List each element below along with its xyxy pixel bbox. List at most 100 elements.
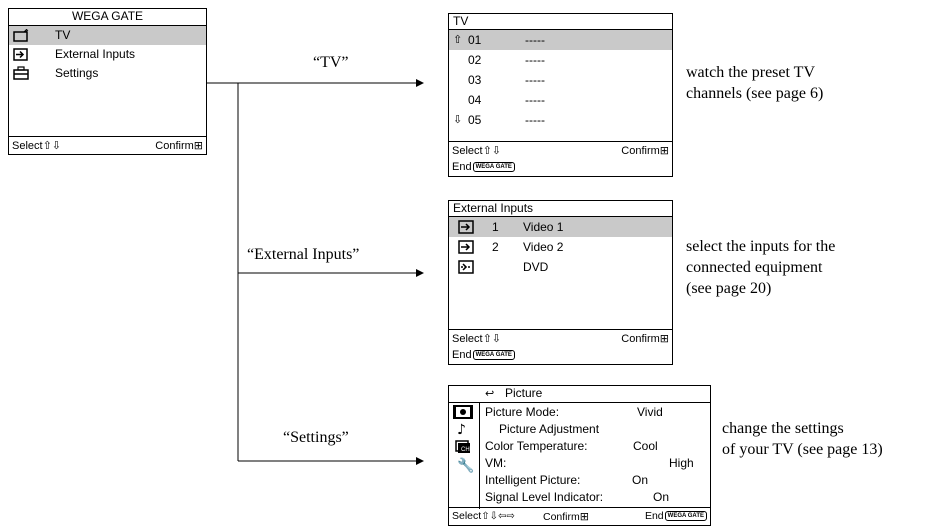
channel-row[interactable]: 04 ----- bbox=[449, 90, 672, 110]
channel-row[interactable]: ⇩ 05 ----- bbox=[449, 110, 672, 130]
settings-header: ↩ Picture bbox=[449, 386, 710, 403]
channel-row[interactable]: 03 ----- bbox=[449, 70, 672, 90]
external-inputs-menu: External Inputs 1 Video 1 2 Video 2 DVD … bbox=[448, 200, 673, 365]
setting-label: Intelligent Picture: bbox=[485, 473, 581, 487]
picture-category-icon[interactable] bbox=[453, 405, 473, 419]
menu-item-external-inputs[interactable]: External Inputs bbox=[9, 45, 206, 64]
footer-select-label: Select bbox=[452, 145, 483, 157]
branch-label-external-inputs: “External Inputs” bbox=[247, 246, 360, 263]
setting-label: Picture Mode: bbox=[485, 405, 560, 419]
confirm-icon: ⊞ bbox=[579, 510, 589, 523]
channel-number: 01 bbox=[468, 33, 482, 47]
description-line: (see page 20) bbox=[686, 280, 772, 297]
input-row[interactable]: 1 Video 1 bbox=[449, 217, 672, 237]
menu-item-label: Settings bbox=[55, 66, 99, 80]
channel-name: ----- bbox=[525, 73, 545, 87]
scroll-up-icon: ⇧ bbox=[453, 33, 463, 46]
channel-name: ----- bbox=[525, 93, 545, 107]
picture-icon bbox=[456, 407, 470, 417]
branch-label-settings: “Settings” bbox=[283, 429, 349, 446]
description-line: change the settings bbox=[722, 420, 844, 437]
setting-row[interactable]: VM: High bbox=[485, 454, 710, 471]
setting-row[interactable]: Picture Adjustment bbox=[485, 420, 710, 437]
footer-end-label: End bbox=[644, 510, 664, 522]
confirm-icon: ⊞ bbox=[193, 139, 203, 152]
setting-label: Color Temperature: bbox=[485, 439, 588, 453]
channel-number: 02 bbox=[468, 53, 482, 67]
setting-value: On bbox=[653, 490, 670, 504]
setting-label: VM: bbox=[485, 456, 507, 470]
description-line: watch the preset TV bbox=[686, 64, 815, 81]
input-row[interactable]: DVD bbox=[449, 257, 672, 277]
input-number: 2 bbox=[492, 240, 499, 254]
confirm-icon: ⊞ bbox=[659, 144, 669, 157]
description-line: channels (see page 6) bbox=[686, 85, 824, 102]
setting-row[interactable]: Signal Level Indicator: On bbox=[485, 488, 710, 505]
menu-item-label: TV bbox=[55, 28, 71, 42]
menu-item-tv[interactable]: TV bbox=[9, 26, 206, 45]
footer-select-label: Select bbox=[12, 140, 43, 152]
input-icon bbox=[458, 240, 474, 254]
channel-row[interactable]: 02 ----- bbox=[449, 50, 672, 70]
wega-gate-button-icon: WEGA GATE bbox=[472, 350, 515, 361]
menu-item-settings[interactable]: Settings bbox=[9, 64, 206, 83]
input-name: Video 1 bbox=[523, 220, 564, 234]
menu-footer: Select⇧⇩ Confirm⊞ bbox=[9, 136, 206, 154]
channel-row[interactable]: ⇧ 01 ----- bbox=[449, 30, 672, 50]
description-line: select the inputs for the bbox=[686, 238, 836, 255]
svg-text:CH: CH bbox=[461, 447, 470, 453]
dvd-input-icon bbox=[458, 260, 474, 274]
settings-description: change the settings of your TV (see page… bbox=[722, 418, 883, 460]
external-inputs-description: select the inputs for the connected equi… bbox=[686, 236, 835, 299]
channel-name: ----- bbox=[525, 113, 545, 127]
footer-select-label: Select bbox=[452, 510, 482, 522]
description-line: of your TV (see page 13) bbox=[722, 441, 883, 458]
toolbox-icon bbox=[13, 66, 29, 80]
input-icon bbox=[458, 220, 474, 234]
wega-gate-button-icon: WEGA GATE bbox=[472, 162, 515, 173]
wega-gate-menu: WEGA GATE TV External Inputs Settings Se… bbox=[8, 8, 207, 155]
tv-icon bbox=[13, 29, 29, 42]
channel-name: ----- bbox=[525, 53, 545, 67]
channel-number: 03 bbox=[468, 73, 482, 87]
footer-select-label: Select bbox=[452, 333, 483, 345]
setting-value: High bbox=[669, 456, 694, 470]
wrench-icon[interactable]: 🔧 bbox=[457, 458, 475, 474]
channel-number: 05 bbox=[468, 113, 482, 127]
setting-row[interactable]: Picture Mode: Vivid bbox=[485, 403, 710, 420]
setting-label: Signal Level Indicator: bbox=[485, 490, 604, 504]
input-name: Video 2 bbox=[523, 240, 564, 254]
up-down-arrows-icon: ⇧⇩ bbox=[482, 144, 502, 157]
setting-row[interactable]: Color Temperature: Cool bbox=[485, 437, 710, 454]
external-inputs-title: External Inputs bbox=[449, 201, 672, 217]
description-line: connected equipment bbox=[686, 259, 823, 276]
settings-title: Picture bbox=[505, 386, 543, 400]
return-icon: ↩ bbox=[485, 387, 495, 400]
confirm-icon: ⊞ bbox=[659, 332, 669, 345]
sound-icon[interactable]: ♪ bbox=[457, 422, 466, 438]
setting-row[interactable]: Intelligent Picture: On bbox=[485, 471, 710, 488]
channel-number: 04 bbox=[468, 93, 482, 107]
setting-value: On bbox=[632, 473, 649, 487]
settings-list: Picture Mode: Vivid Picture Adjustment C… bbox=[485, 403, 710, 505]
channel-name: ----- bbox=[525, 33, 545, 47]
menu-item-label: External Inputs bbox=[55, 47, 136, 61]
footer-confirm-label: Confirm bbox=[543, 511, 580, 523]
channel-setup-icon[interactable]: CH bbox=[455, 440, 471, 454]
tv-description: watch the preset TV channels (see page 6… bbox=[686, 62, 823, 104]
four-way-arrows-icon: ⇧⇩⇦⇨ bbox=[481, 511, 515, 522]
input-icon bbox=[13, 48, 28, 61]
settings-category-column: ♪ CH 🔧 bbox=[449, 402, 480, 509]
setting-label: Picture Adjustment bbox=[499, 422, 600, 436]
input-row[interactable]: 2 Video 2 bbox=[449, 237, 672, 257]
wega-gate-button-icon: WEGA GATE bbox=[664, 511, 707, 522]
footer-end-label: End bbox=[452, 161, 472, 173]
up-down-arrows-icon: ⇧⇩ bbox=[42, 139, 62, 152]
setting-value: Cool bbox=[633, 439, 658, 453]
tv-menu-title: TV bbox=[449, 14, 672, 30]
footer-confirm-label: Confirm bbox=[155, 140, 194, 152]
branch-label-tv: “TV” bbox=[313, 54, 349, 71]
